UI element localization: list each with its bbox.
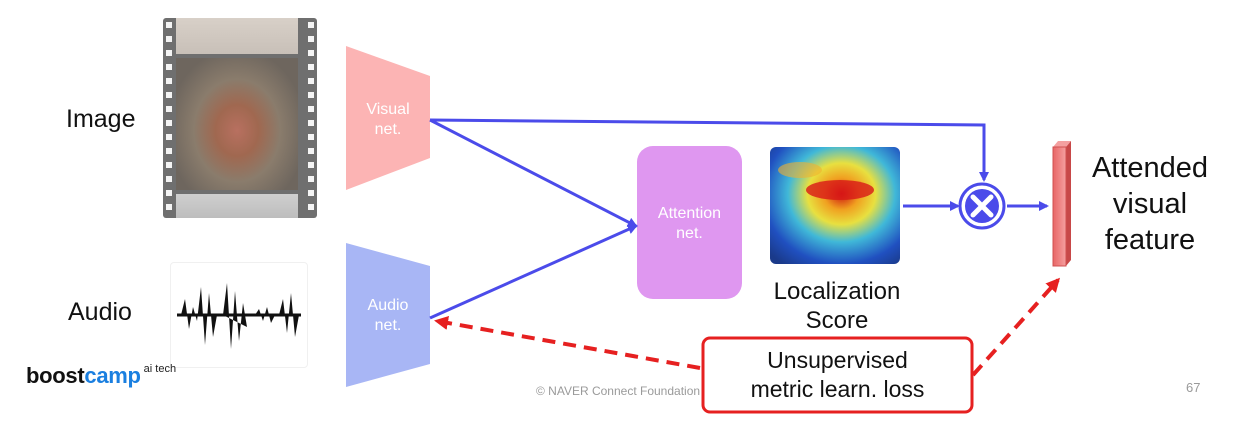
- multiply-icon: [958, 182, 1006, 230]
- image-label: Image: [66, 105, 136, 133]
- visual-net-block: [346, 46, 430, 190]
- video-frames-image: [163, 18, 317, 218]
- loss-box: [701, 336, 974, 414]
- copyright-text: © NAVER Connect Foundation: [536, 384, 701, 398]
- attended-feature-bar: [1052, 141, 1071, 267]
- attention-net-block: [637, 146, 742, 299]
- audio-net-block: [346, 243, 430, 387]
- page-number: 67: [1186, 380, 1201, 395]
- audio-label: Audio: [68, 298, 132, 326]
- audio-waveform-image: [170, 262, 308, 368]
